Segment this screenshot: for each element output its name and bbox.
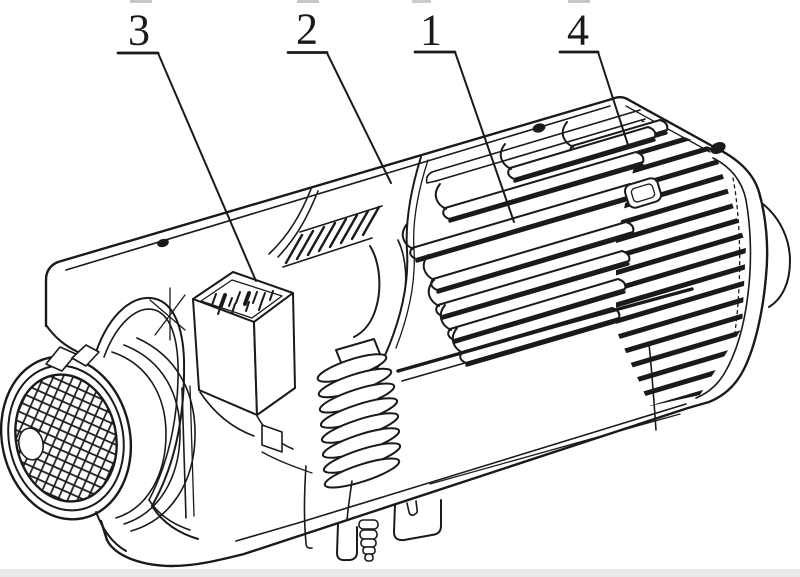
- callouts: 3 2 1 4: [116, 5, 630, 282]
- callout-2: 2: [286, 5, 392, 184]
- callout-4-label: 4: [567, 6, 589, 55]
- control-box: [192, 271, 313, 474]
- bottom-ports: [303, 465, 442, 562]
- top-molding-strip: [425, 109, 646, 184]
- intake-grille: [14, 373, 118, 503]
- intake-stub: [336, 523, 358, 562]
- barcode-label: [200, 279, 283, 319]
- corner-rivet: [710, 141, 726, 155]
- callout-2-label: 2: [296, 5, 318, 54]
- callout-1-leader: [454, 51, 515, 223]
- fin-clip: [623, 177, 663, 209]
- clamp-tab: [71, 344, 100, 367]
- callout-1-label: 1: [420, 6, 442, 55]
- callout-1: 1: [413, 6, 515, 223]
- body-outline: [44, 96, 769, 568]
- barcode-marks: [211, 290, 274, 315]
- callout-3-leader: [157, 52, 257, 282]
- callout-4-leader: [597, 51, 630, 149]
- callout-2-leader: [326, 52, 392, 184]
- end-cap: [695, 141, 791, 399]
- bellows: [316, 338, 402, 521]
- callout-3: 3: [116, 6, 257, 282]
- heat-exchanger-fins: [396, 119, 694, 431]
- blower-housing: [45, 287, 199, 540]
- fuel-inlet-barb: [358, 519, 379, 562]
- callout-4: 4: [558, 6, 630, 149]
- screw-dot-left: [157, 238, 169, 248]
- callout-3-label: 3: [128, 6, 150, 55]
- comb-fins: [282, 205, 407, 338]
- grille-hub: [17, 427, 45, 461]
- outlet-bump: [762, 203, 791, 308]
- intake-fan-cover: [0, 344, 133, 552]
- screw-dot-top: [532, 123, 546, 133]
- exhaust-stub: [393, 499, 442, 542]
